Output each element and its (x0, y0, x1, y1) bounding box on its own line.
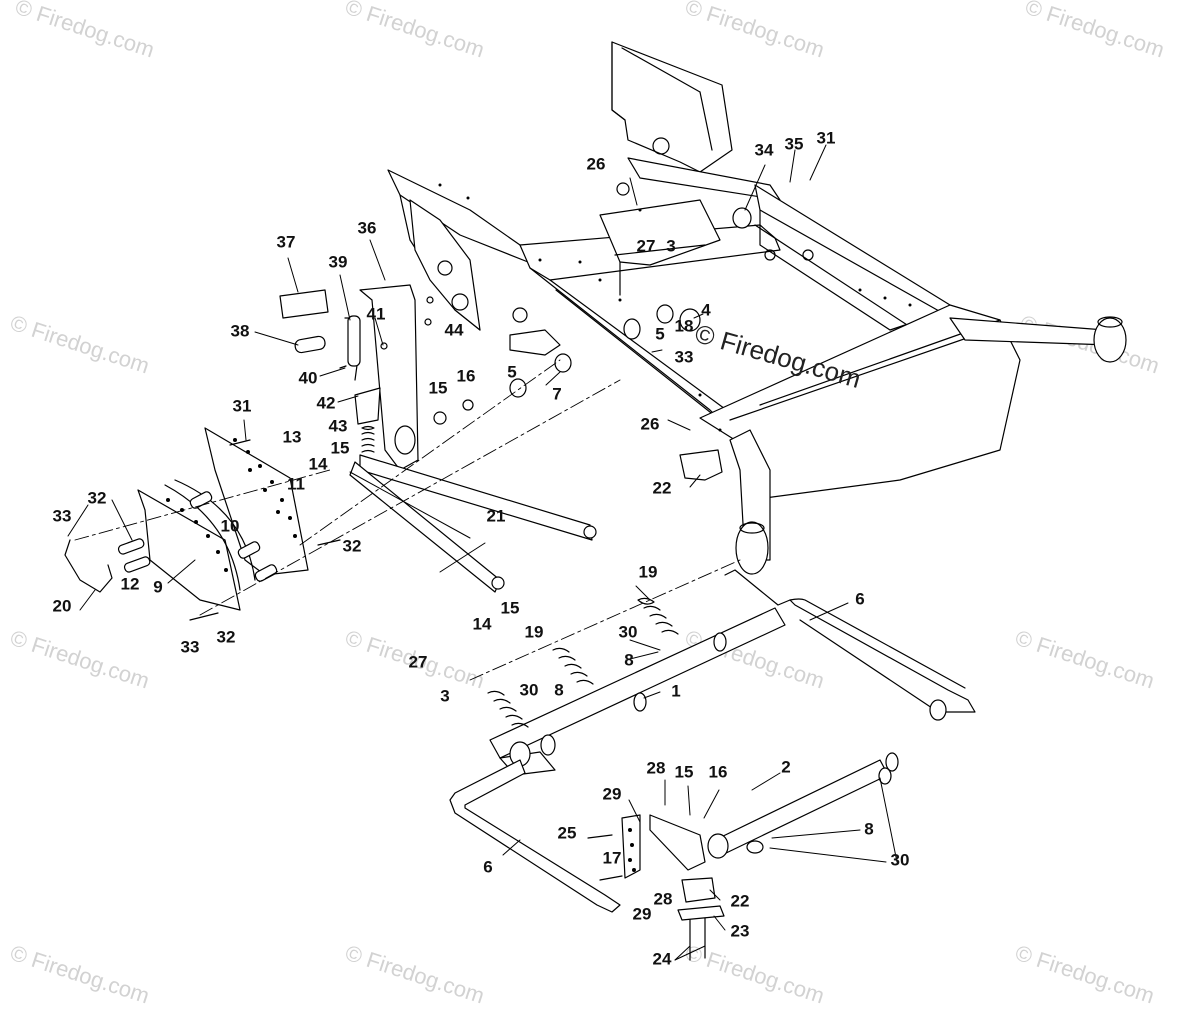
callout-15-link: 15 (500, 598, 520, 618)
callout-14-link: 14 (472, 614, 492, 634)
callout-15-upper: 15 (428, 378, 448, 398)
callout-30-right: 30 (890, 850, 910, 870)
callout-17: 17 (602, 848, 622, 868)
callout-28-bottom: 28 (653, 889, 673, 909)
callout-10: 10 (220, 516, 240, 536)
callout-42: 42 (316, 393, 336, 413)
callout-27-top: 27 (636, 236, 656, 256)
callout-32-top: 32 (87, 488, 107, 508)
callout-43: 43 (328, 416, 348, 436)
callout-4: 4 (701, 300, 711, 320)
callout-37: 37 (276, 232, 296, 252)
callout-29-top: 29 (602, 784, 622, 804)
callout-8-right: 8 (864, 819, 874, 839)
callout-9: 9 (153, 577, 163, 597)
pedal-shaft-upper (487, 569, 976, 776)
callout-36: 36 (357, 218, 377, 238)
callout-44: 44 (444, 320, 464, 340)
callout-19-right: 19 (638, 562, 658, 582)
callout-3-lower: 3 (440, 686, 450, 706)
callout-7: 7 (552, 384, 562, 404)
callout-16-lower: 16 (708, 762, 728, 782)
callout-6-right: 6 (855, 589, 865, 609)
link-arm (349, 399, 597, 593)
callout-15-pedal: 15 (330, 438, 350, 458)
callout-33-bottom: 33 (180, 637, 200, 657)
springs (487, 597, 679, 728)
callout-11: 11 (287, 474, 305, 494)
callout-32-bottom: 32 (216, 627, 236, 647)
quadrant-plates (64, 427, 341, 621)
callout-8-lower: 8 (554, 680, 564, 700)
callout-34: 34 (754, 140, 774, 160)
callout-21: 21 (486, 506, 506, 526)
callout-41: 41 (366, 304, 386, 324)
callout-18: 18 (674, 316, 694, 336)
callout-25: 25 (557, 823, 577, 843)
callout-3-top: 3 (666, 236, 676, 256)
callout-33-frame: 33 (674, 347, 694, 367)
callout-16-upper: 16 (456, 366, 476, 386)
callout-39: 39 (328, 252, 348, 272)
callout-1: 1 (671, 681, 681, 701)
callout-27-lower: 27 (408, 652, 428, 672)
callout-22-upper: 22 (652, 478, 672, 498)
callout-19-center: 19 (524, 622, 544, 642)
frame-holes (438, 183, 912, 432)
callout-6-left: 6 (483, 857, 493, 877)
main-frame (387, 41, 1127, 575)
callout-30-upper: 30 (618, 622, 638, 642)
callout-38: 38 (230, 321, 250, 341)
callout-26-top: 26 (586, 154, 606, 174)
callout-31-left: 31 (232, 396, 252, 416)
callout-22-lower: 22 (730, 891, 750, 911)
callout-35: 35 (784, 134, 804, 154)
callout-29-bottom: 29 (632, 904, 652, 924)
callout-13: 13 (282, 427, 302, 447)
callout-5-lower: 5 (507, 362, 517, 382)
callout-2: 2 (781, 757, 791, 777)
callout-30-lower: 30 (519, 680, 539, 700)
callout-32-right: 32 (342, 536, 362, 556)
callout-40: 40 (298, 368, 318, 388)
callout-33-left: 33 (52, 506, 72, 526)
alignment-lines (74, 359, 741, 681)
callout-14-pedal: 14 (308, 454, 328, 474)
callout-8-upper: 8 (624, 650, 634, 670)
callout-26-lower: 26 (640, 414, 660, 434)
callout-5-upper: 5 (655, 324, 665, 344)
lever-assembly (279, 284, 434, 471)
pedal-shaft-lower (449, 752, 899, 961)
callout-20: 20 (52, 596, 72, 616)
callout-28-top: 28 (646, 758, 666, 778)
callout-23: 23 (730, 921, 750, 941)
callout-12: 12 (120, 574, 140, 594)
callout-15-lower: 15 (674, 762, 694, 782)
callout-24: 24 (652, 949, 672, 969)
callout-31-top: 31 (816, 128, 836, 148)
leader-lines (67, 144, 898, 961)
